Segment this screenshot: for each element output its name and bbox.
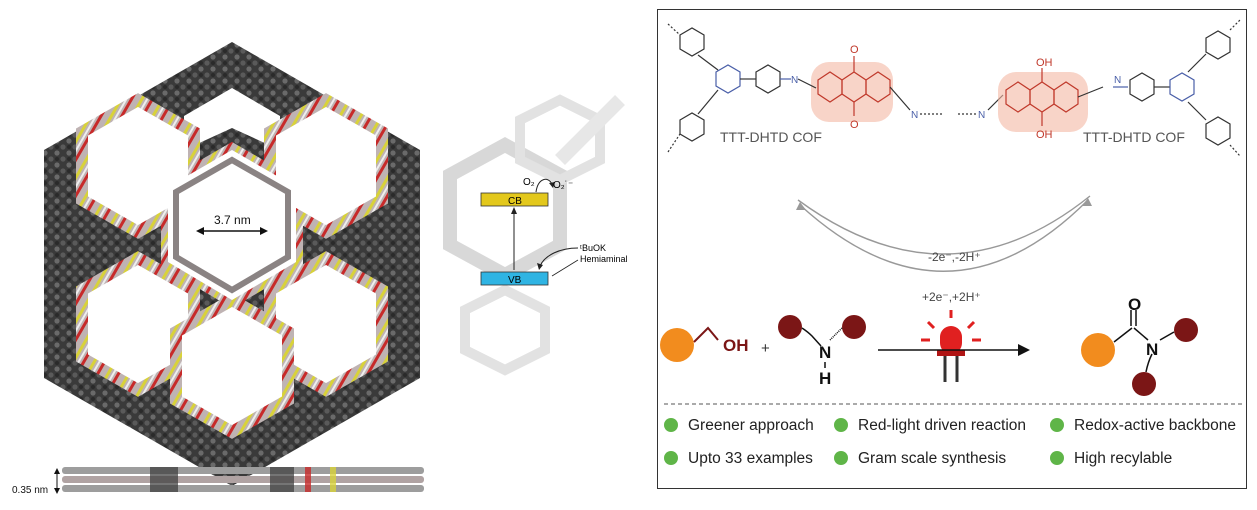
o2-label: O₂ [523,177,535,188]
left-cof-structure [667,23,943,153]
faded-framework-background [443,94,625,376]
hydroxyl-label: OH [723,336,749,355]
cof-pore-network [44,42,420,486]
bullet-icon [664,418,678,432]
layer-stack-side-view [54,467,424,494]
interlayer-distance-label: 0.35 nm [12,485,48,496]
plus-sign: + [761,340,770,357]
reaction-equation [660,310,1198,396]
bullet-icon [834,451,848,465]
svg-text:N: N [978,110,985,121]
svg-text:N: N [1114,75,1121,86]
bullet-icon [834,418,848,432]
feature-red-light: Red-light driven reaction [834,417,1026,435]
svg-text:OH: OH [1036,129,1053,141]
bullet-icon [664,451,678,465]
amide-o-label: O [1128,295,1141,314]
redox-cycle-arrows [796,195,1092,272]
summary-panel: O O N N OH OH N N [657,9,1247,489]
pore-diameter-arrow [196,227,268,235]
cof-framework-illustration: 3.7 nm 0.35 nm CB VB O₂ O₂˙⁻ ᵗBuOK Hemia… [12,42,628,496]
feature-recyclable: High recylable [1050,450,1172,468]
cof-left-label: TTT-DHTD COF [720,129,822,145]
valence-band [480,271,549,286]
amine-n-label: N [819,343,831,362]
feature-redox: Redox-active backbone [1050,417,1236,435]
conduction-band [480,192,549,207]
svg-text:O: O [850,119,859,131]
hemiaminal-label: Hemiaminal [580,254,628,264]
feature-gram-scale: Gram scale synthesis [834,450,1006,468]
svg-text:OH: OH [1036,57,1053,69]
vb-label: VB [508,275,522,286]
feature-greener: Greener approach [664,417,814,435]
oxidation-label: -2e⁻,-2H⁺ [928,250,981,264]
red-light-led-icon [921,310,981,382]
cb-label: CB [508,196,522,207]
feature-examples: Upto 33 examples [664,450,813,468]
cof-right-label: TTT-DHTD COF [1083,129,1185,145]
svg-text:N: N [911,110,918,121]
bullet-icon [1050,451,1064,465]
amine-h-label: H [819,369,831,388]
reduction-label: +2e⁻,+2H⁺ [922,290,981,304]
amide-n-label: N [1146,340,1158,359]
bullet-icon [1050,418,1064,432]
right-cof-structure [958,19,1241,157]
tbuok-label: ᵗBuOK [580,243,606,253]
band-diagram [480,178,579,286]
reaction-scheme: O O N N OH OH N N [660,19,1242,405]
substrate-alcohol-group [660,328,694,362]
svg-text:N: N [791,75,798,86]
superoxide-label: O₂˙⁻ [553,180,573,191]
svg-text:O: O [850,44,859,56]
pore-diameter-label: 3.7 nm [214,213,251,227]
